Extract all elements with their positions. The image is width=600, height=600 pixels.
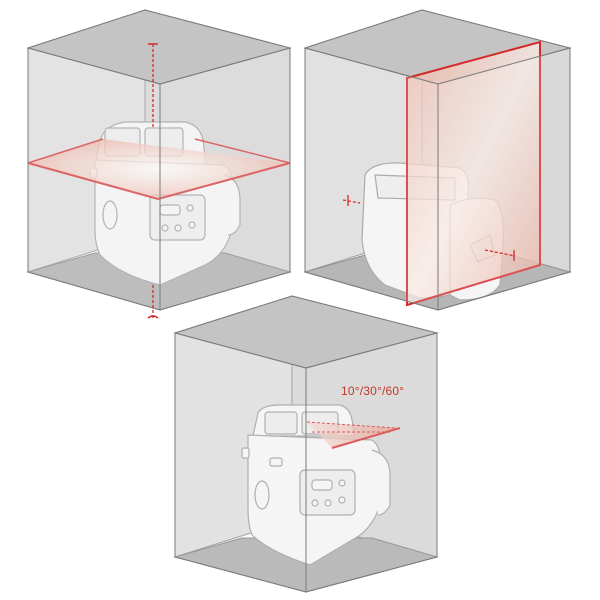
plumb-bottom-marker-icon <box>147 315 159 319</box>
panel-horizontal-plane <box>26 9 292 319</box>
side-beam-left <box>342 195 361 206</box>
panel-scan-mode <box>173 295 439 593</box>
side-beam-right <box>484 249 516 261</box>
vertical-laser-outline <box>406 40 541 307</box>
horizontal-laser-plane <box>28 139 290 199</box>
laser-line-back-right <box>194 138 291 164</box>
panel-vertical-plane <box>303 9 572 311</box>
front-wall-right <box>305 332 438 593</box>
front-wall-left <box>27 47 161 311</box>
laser-line-front <box>27 162 291 201</box>
scan-fan-edge <box>331 427 401 449</box>
front-wall-left <box>174 332 307 593</box>
scan-angle-label: 10°/30°/60° <box>341 384 405 398</box>
front-wall-right <box>159 47 291 311</box>
vertical-laser-plane <box>407 42 540 305</box>
front-wall-right <box>437 47 571 311</box>
laser-line-back <box>27 138 104 164</box>
scan-laser-fan <box>307 422 400 448</box>
front-wall-left <box>304 47 439 311</box>
